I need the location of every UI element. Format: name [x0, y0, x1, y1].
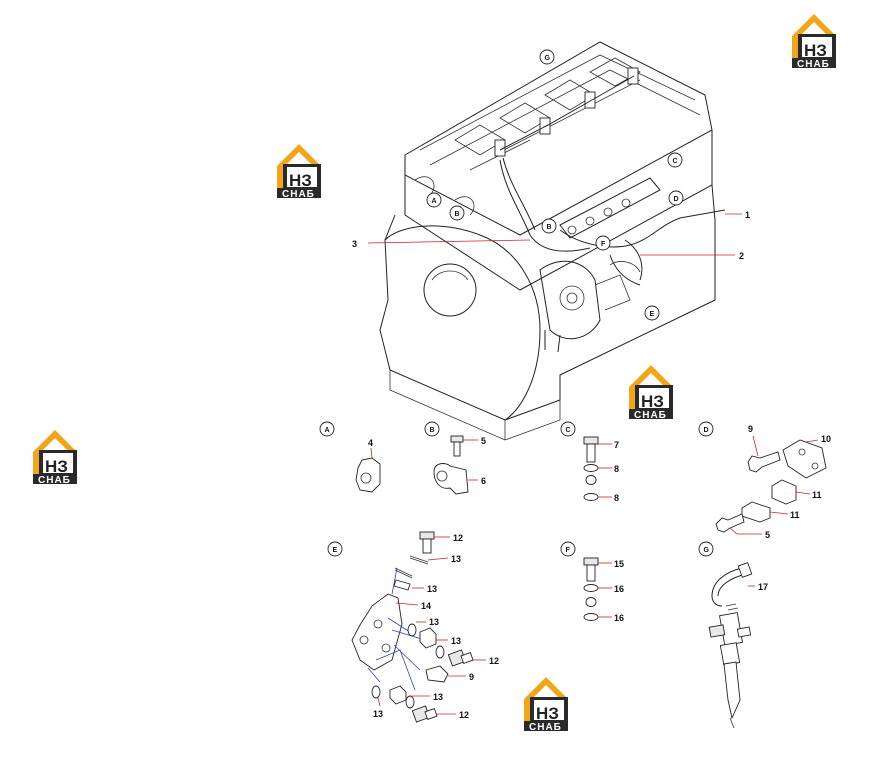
callout-6: 6 [481, 476, 486, 486]
svg-text:A: A [325, 427, 330, 434]
svg-text:СНАБ: СНАБ [634, 410, 667, 421]
svg-text:F: F [601, 241, 606, 248]
svg-text:D: D [674, 196, 679, 203]
leader-3 [367, 239, 531, 244]
callout-11-a: 11 [812, 490, 822, 500]
svg-text:D: D [704, 427, 709, 434]
svg-text:СНАБ: СНАБ [282, 189, 315, 200]
callout-8-a: 8 [614, 464, 619, 474]
detail-c: C 7 8 8 [560, 421, 619, 503]
callout-16-b: 16 [614, 613, 624, 623]
brand-logo: НЗ СНАБ [33, 430, 77, 486]
detail-e: E 12 13 13 14 13 13 12 [327, 531, 499, 723]
callout-13-c: 13 [429, 617, 439, 627]
svg-text:НЗ: НЗ [536, 704, 559, 723]
svg-text:G: G [704, 547, 710, 554]
detail-b: B 5 6 [424, 421, 486, 495]
callout-13-f: 13 [433, 692, 443, 702]
callout-13-b: 13 [427, 584, 437, 594]
callout-4: 4 [368, 438, 373, 448]
svg-text:A: A [432, 198, 437, 205]
brand-logo: НЗ СНАБ [792, 14, 836, 70]
svg-text:G: G [545, 55, 551, 62]
brand-logo: НЗ СНАБ [524, 677, 568, 733]
callout-8-b: 8 [614, 493, 619, 503]
svg-text:СНАБ: СНАБ [38, 475, 71, 486]
svg-text:B: B [430, 427, 435, 434]
detail-d: D 9 10 11 11 5 [698, 421, 831, 540]
svg-text:E: E [650, 311, 655, 318]
callout-7: 7 [614, 440, 619, 450]
svg-text:НЗ: НЗ [804, 41, 827, 60]
callout-17: 17 [758, 582, 768, 592]
callout-12-a: 12 [453, 533, 463, 543]
svg-text:F: F [566, 547, 571, 554]
svg-text:НЗ: НЗ [641, 392, 664, 411]
svg-text:СНАБ: СНАБ [529, 722, 562, 733]
detail-f: F 15 16 16 [560, 541, 624, 623]
svg-text:СНАБ: СНАБ [797, 59, 830, 70]
svg-text:B: B [455, 211, 460, 218]
callout-12-c: 12 [459, 710, 469, 720]
callout-3: 3 [352, 239, 357, 249]
main-view-callouts: G A B B C D F E 1 2 3 [352, 49, 750, 321]
callout-5: 5 [481, 436, 486, 446]
svg-text:C: C [673, 158, 678, 165]
callout-5-d: 5 [765, 530, 770, 540]
callout-13-a: 13 [451, 554, 461, 564]
callout-14: 14 [421, 601, 431, 611]
callout-13-d: 13 [451, 636, 461, 646]
callout-15: 15 [614, 559, 624, 569]
svg-text:НЗ: НЗ [45, 457, 68, 476]
callout-12-b: 12 [489, 656, 499, 666]
callout-10: 10 [821, 434, 831, 444]
engine-block [379, 41, 726, 441]
callout-13-e: 13 [373, 709, 383, 719]
callout-9-e: 9 [469, 672, 474, 682]
svg-text:НЗ: НЗ [289, 171, 312, 190]
callout-9-d: 9 [748, 424, 753, 434]
detail-g: G 17 [698, 541, 768, 729]
svg-text:E: E [333, 547, 338, 554]
callout-1: 1 [745, 210, 750, 220]
detail-a: A 4 [319, 421, 381, 493]
svg-text:C: C [566, 427, 571, 434]
brand-logo: НЗ СНАБ [277, 144, 321, 200]
svg-text:B: B [547, 224, 552, 231]
callout-16-a: 16 [614, 584, 624, 594]
callout-2: 2 [739, 251, 744, 261]
brand-logo: НЗ СНАБ [629, 365, 673, 421]
callout-11-b: 11 [790, 510, 800, 520]
